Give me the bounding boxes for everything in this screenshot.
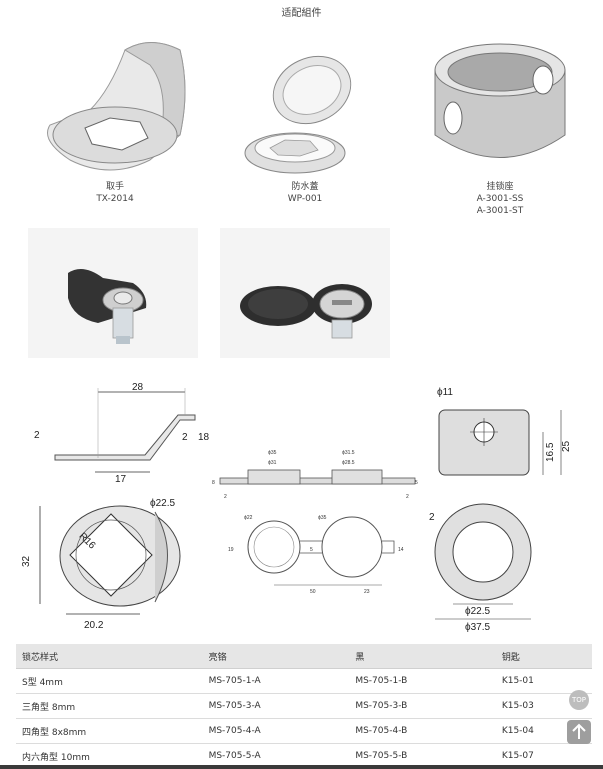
dim-lock-t: 2 (429, 512, 435, 523)
spec-table: 锁芯样式 亮铬 黑 钥匙 S型 4mm MS-705-1-A MS-705-1-… (16, 644, 592, 769)
dim-handle-dia: ϕ22.5 (150, 498, 176, 509)
cover-photo (220, 228, 390, 358)
dim-cover-d1: ϕ35 (268, 450, 277, 456)
table-cell: 四角型 8x8mm (16, 718, 203, 744)
table-row: 三角型 8mm MS-705-3-A MS-705-3-B K15-03 (16, 693, 592, 719)
dim-cover-b: 2 (224, 494, 227, 500)
dim-cover-d2: ϕ31 (268, 460, 277, 466)
table-cell: MS-705-1-A (202, 668, 350, 694)
accessory-name: 取手 (105, 182, 124, 192)
table-cell: MS-705-3-A (202, 693, 350, 719)
dim-handle-w: 20.2 (84, 620, 104, 631)
header-cell: 锁芯样式 (16, 644, 203, 669)
accessory-code: WP-001 (287, 194, 323, 204)
section-title: 适配組件 (281, 8, 322, 19)
dim-handle-h1: 2 (182, 432, 188, 443)
drawing-handle-top: 32 ϕ22.5 R16 20.2 (20, 494, 220, 634)
dim-handle-height: 32 (21, 555, 32, 567)
accessory-name: 挂锁座 (486, 182, 514, 192)
dim-lock-d1: ϕ22.5 (465, 606, 491, 617)
dim-cover-c: 2 (406, 494, 409, 500)
dim-cover-top-h2: 5 (310, 547, 313, 553)
dim-cover-top-h3: 14 (398, 547, 404, 553)
dim-cover-top-h1: 19 (228, 547, 234, 553)
dim-handle-width: 28 (132, 382, 144, 393)
bottom-bar (0, 765, 603, 769)
dim-cover-e: 5 (415, 480, 418, 486)
dim-cover-d4: ϕ28.5 (342, 460, 355, 466)
table-cell: MS-705-1-B (349, 668, 496, 694)
drawing-lock-side: ϕ11 16.5 25 (425, 380, 585, 480)
accessory-lock-seat-image (425, 30, 575, 180)
table-cell: 三角型 8mm (16, 693, 203, 719)
table-header-row: 锁芯样式 亮铬 黑 钥匙 (16, 644, 592, 669)
dim-cover-d3: ϕ31.5 (342, 450, 355, 456)
scroll-up-button[interactable] (567, 720, 591, 744)
accessory-code: A-3001-SS (476, 194, 524, 204)
accessory-name: 防水蓋 (291, 182, 319, 192)
dim-handle-bottom: 17 (115, 474, 127, 485)
table-cell: MS-705-3-B (349, 693, 496, 719)
dim-cover-top-w2: 23 (364, 589, 370, 595)
table-cell: K15-01 (495, 668, 592, 694)
dim-cover-top-w1: 50 (310, 589, 316, 595)
header-cell: 黑 (349, 644, 496, 669)
arrow-up-icon (572, 723, 586, 739)
table-cell: MS-705-5-A (202, 743, 350, 769)
table-cell: 内六角型 10mm (16, 743, 203, 769)
drawing-handle-side: 28 2 2 18 17 (20, 380, 220, 490)
dim-handle-h2: 18 (198, 432, 210, 443)
table-row: 四角型 8x8mm MS-705-4-A MS-705-4-B K15-04 (16, 718, 592, 744)
drawing-cover-top: ϕ22 ϕ35 19 5 14 50 23 (222, 505, 422, 595)
dim-lock-d2: ϕ37.5 (465, 622, 491, 633)
handle-photo (28, 228, 198, 358)
dim-lock-h2: 25 (561, 440, 572, 452)
dim-handle-thickness: 2 (34, 430, 40, 441)
dim-cover-top-d2: ϕ35 (318, 515, 327, 521)
dim-lock-h1: 16.5 (545, 442, 556, 462)
dim-cover-top-d1: ϕ22 (244, 515, 253, 521)
accessory-code: A-3001-ST (476, 206, 524, 216)
accessory-handle-image (30, 30, 200, 178)
header-cell: 亮铬 (202, 644, 350, 669)
dim-lock-dia: ϕ11 (437, 387, 453, 398)
back-to-top-button[interactable]: TOP (569, 690, 589, 710)
accessory-cover-image (240, 28, 360, 178)
header-cell: 钥匙 (495, 644, 592, 669)
accessory-code: TX-2014 (96, 194, 134, 204)
table-row: S型 4mm MS-705-1-A MS-705-1-B K15-01 (16, 668, 592, 694)
table-cell: S型 4mm (16, 668, 203, 694)
drawing-cover-side: ϕ35 ϕ31 ϕ31.5 ϕ28.5 8 2 2 5 (210, 440, 425, 505)
table-cell: MS-705-4-A (202, 718, 350, 744)
drawing-lock-top: 2 ϕ22.5 ϕ37.5 (425, 494, 585, 634)
table-cell: MS-705-4-B (349, 718, 496, 744)
dim-cover-a: 8 (212, 480, 215, 486)
